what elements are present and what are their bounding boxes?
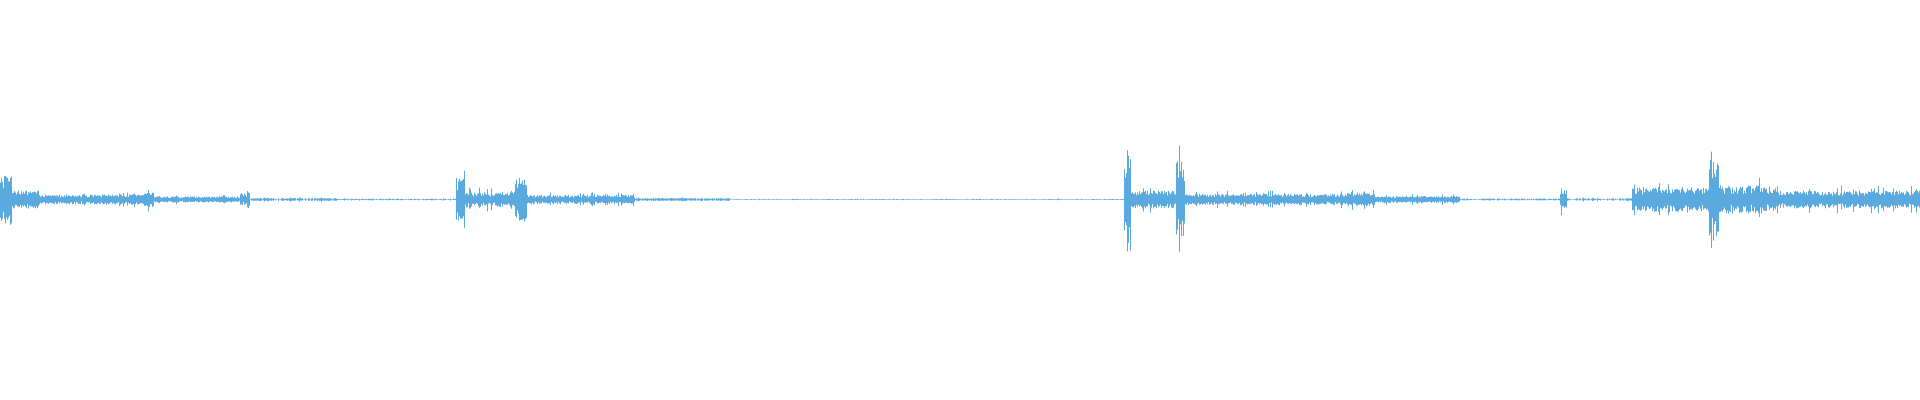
waveform-path [0, 145, 1920, 252]
waveform-bars [0, 145, 1920, 252]
